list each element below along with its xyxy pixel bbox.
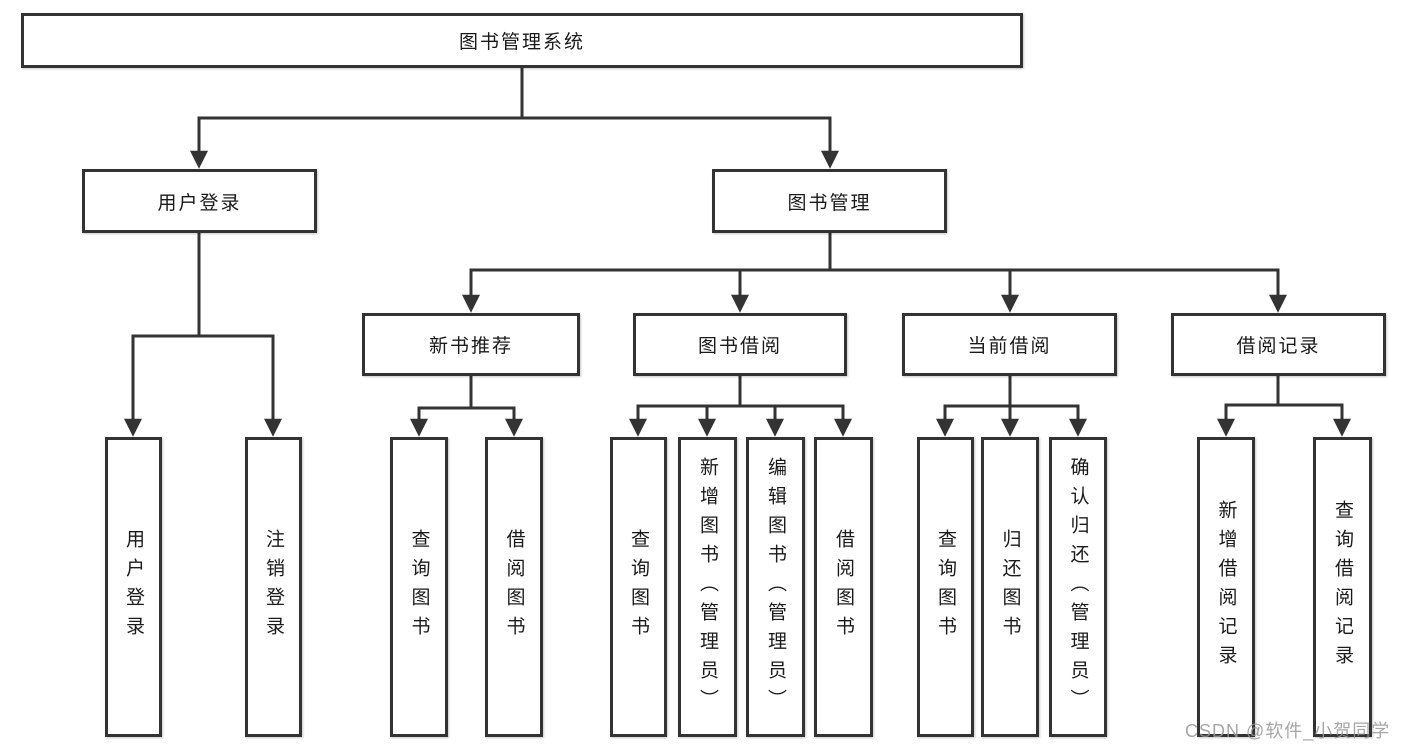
node-book-borrowing: 图书借阅 — [633, 313, 847, 376]
node-borrowing-records: 借阅记录 — [1171, 313, 1386, 376]
leaf-logout: 注销登录 — [245, 437, 302, 737]
node-library-system: 图书管理系统 — [21, 13, 1023, 68]
leaf-user-login: 用户登录 — [105, 437, 162, 737]
leaf-recommend-borrow-book: 借阅图书 — [485, 437, 543, 737]
leaf-recommend-query-book: 查询图书 — [390, 437, 448, 737]
node-book-management: 图书管理 — [712, 169, 947, 233]
leaf-records-query-record: 查询借阅记录 — [1313, 437, 1372, 737]
leaf-current-return-book: 归还图书 — [981, 437, 1039, 737]
leaf-borrowing-add-book-admin: 新增图书（管理员） — [678, 437, 737, 737]
leaf-borrowing-query-book: 查询图书 — [610, 437, 667, 737]
leaf-records-add-record: 新增借阅记录 — [1197, 437, 1255, 737]
node-user-login: 用户登录 — [82, 169, 317, 233]
leaf-borrowing-borrow-book: 借阅图书 — [814, 437, 873, 737]
leaf-current-confirm-return-admin: 确认归还（管理员） — [1049, 437, 1107, 737]
node-current-borrowing: 当前借阅 — [902, 313, 1117, 376]
leaf-borrowing-edit-book-admin: 编辑图书（管理员） — [746, 437, 805, 737]
leaf-current-query-book: 查询图书 — [917, 437, 974, 737]
node-new-book-recommendation: 新书推荐 — [362, 313, 580, 376]
